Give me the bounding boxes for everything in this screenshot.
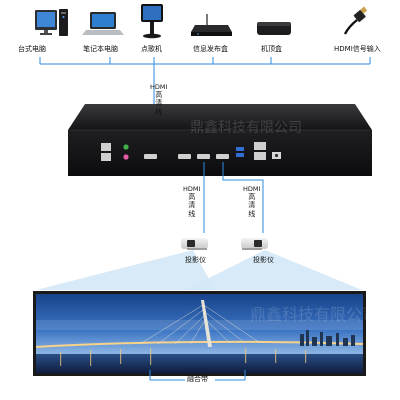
source-label-signage: 信息发布盒 (193, 45, 228, 53)
source-label-jukebox: 点歌机 (141, 45, 162, 53)
cable-label-main-0: HDMI (150, 83, 168, 91)
cable-label-left: HDMI 高 清 线 (183, 186, 200, 218)
desktop-pc-icon (35, 9, 68, 36)
signage-box-icon (191, 14, 232, 36)
laptop-icon (82, 12, 124, 35)
cable-label-right: HDMI 高 清 线 (243, 186, 260, 218)
cable-label-main-1: 高 (155, 90, 163, 99)
cable-label-right-3: 线 (248, 209, 256, 218)
watermark-text-top: 鼎鑫科技有限公司 (190, 119, 302, 136)
watermark-logo: 鼎鑫科技有限公司 鼎鑫科技有限公司 (190, 119, 378, 324)
projector-right (241, 238, 268, 250)
projection-screen (33, 291, 366, 381)
projection-beams (36, 250, 362, 290)
cable-label-left-3: 线 (188, 209, 196, 218)
cable-label-main-2: 清 (155, 99, 163, 108)
blend-band-label: 融合带 (187, 375, 208, 383)
video-processor-box (68, 104, 372, 176)
set-top-box-icon (257, 22, 291, 35)
cable-label-main-3: 线 (155, 107, 163, 116)
cable-label-main: HDMI 高 清 线 (150, 84, 167, 116)
source-label-desktop: 台式电脑 (18, 45, 46, 53)
watermark-text-bottom: 鼎鑫科技有限公司 (250, 305, 378, 324)
cable-label-right-2: 清 (248, 201, 256, 210)
cable-label-left-1: 高 (188, 192, 196, 201)
projector-label-left: 投影仪 (185, 256, 206, 264)
cable-label-left-2: 清 (188, 201, 196, 210)
hdmi-cable-icon (343, 6, 368, 35)
projector-left (181, 238, 208, 250)
source-label-settopbox: 机顶盒 (261, 45, 282, 53)
cable-label-left-0: HDMI (183, 185, 201, 193)
cable-label-right-1: 高 (248, 192, 256, 201)
jukebox-kiosk-icon (141, 4, 163, 39)
source-label-hdmi-input: HDMI信号输入 (334, 45, 381, 53)
output-lines (203, 162, 264, 233)
source-label-laptop: 笔记本电脑 (83, 45, 118, 53)
projector-label-right: 投影仪 (253, 256, 274, 264)
cable-label-right-0: HDMI (243, 185, 261, 193)
